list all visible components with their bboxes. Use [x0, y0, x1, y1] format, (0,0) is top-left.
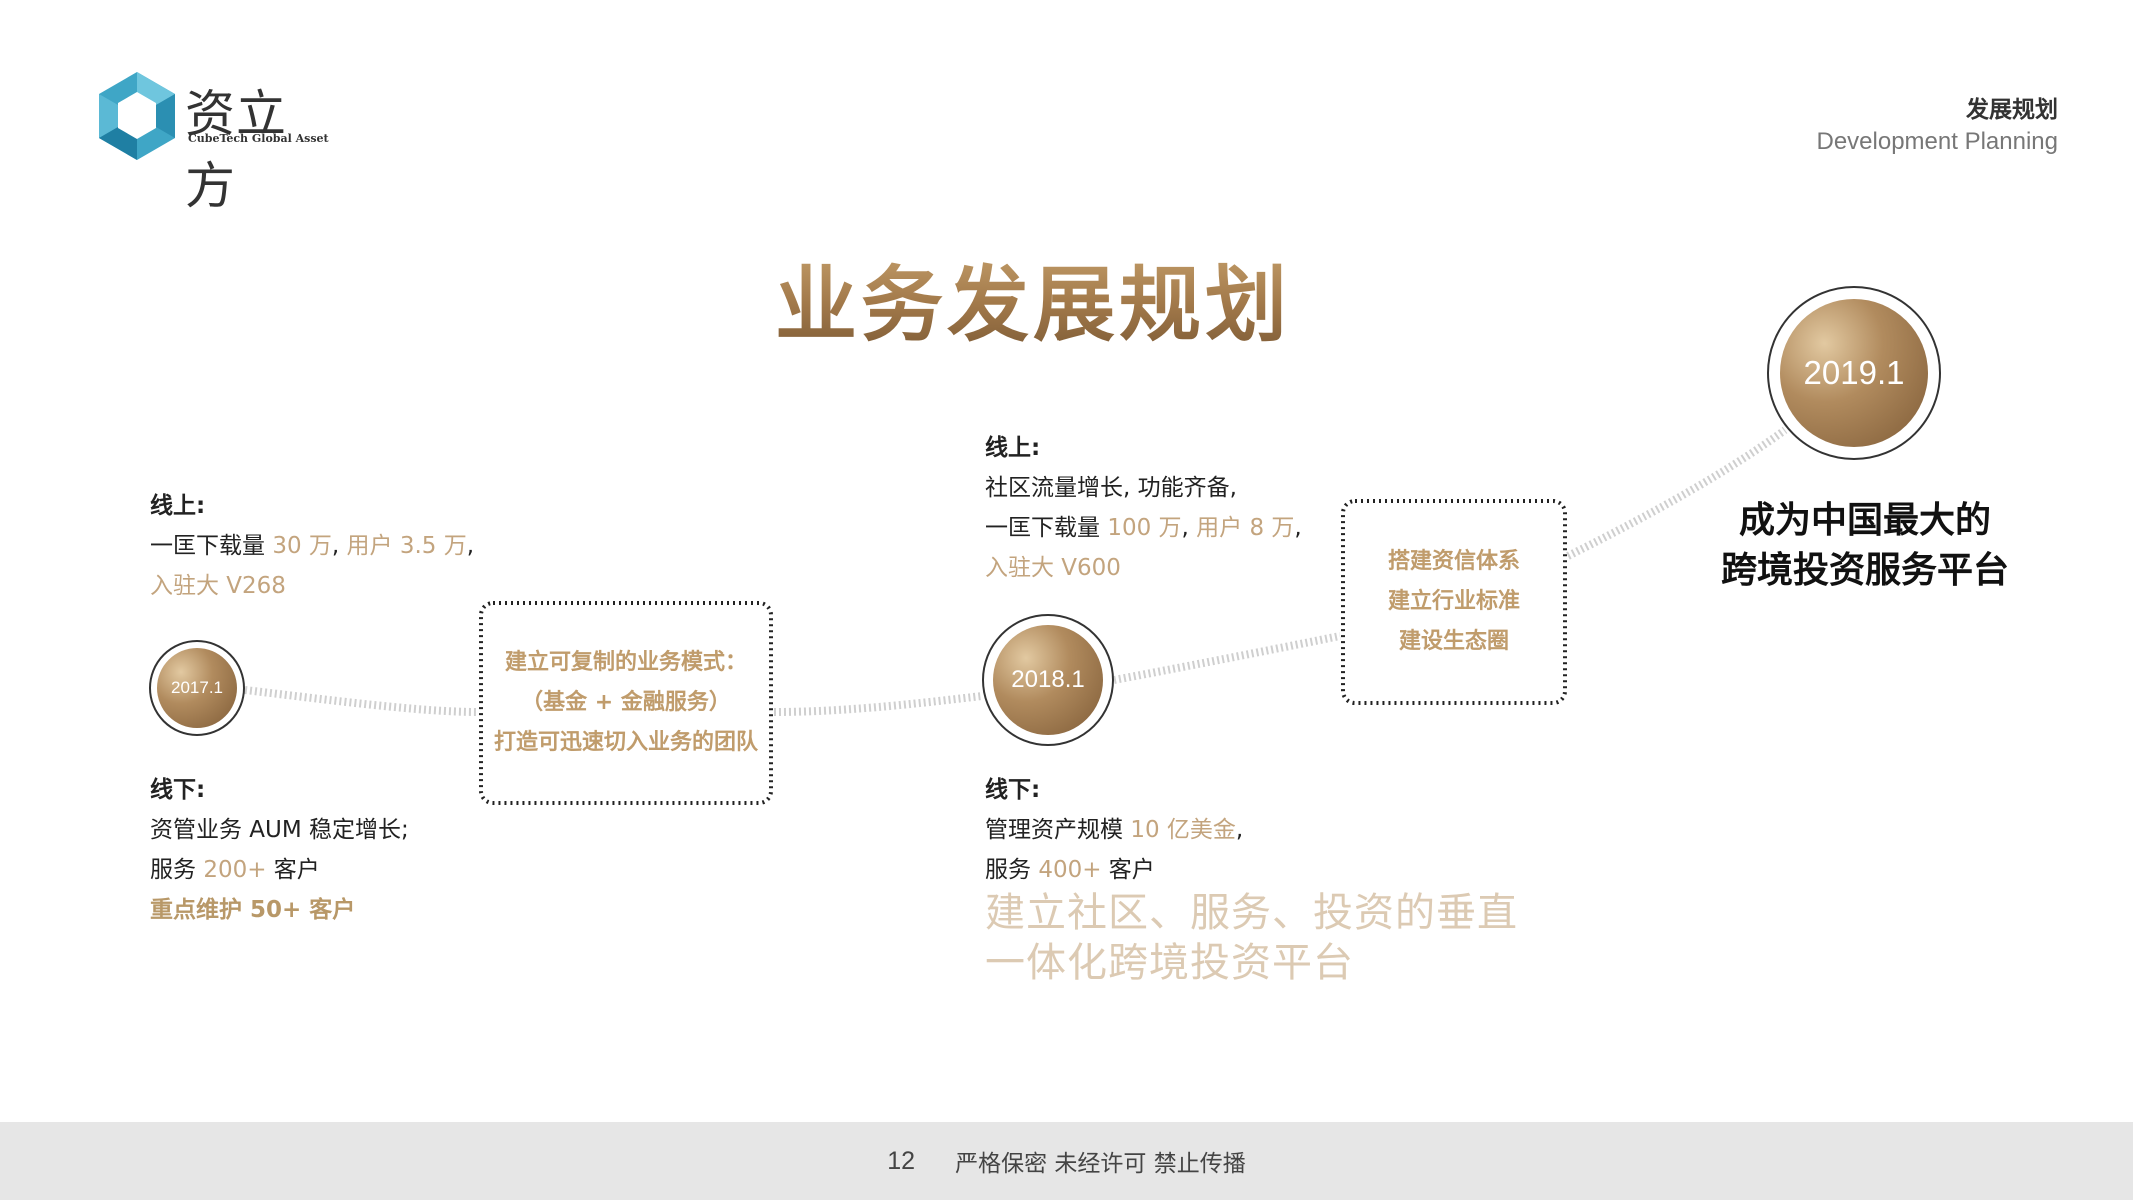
text-segment: , [466, 533, 475, 559]
slogan-line-2: 一体化跨境投资平台 [985, 940, 1354, 986]
confidential-notice: 严格保密 未经许可 禁止传播 [955, 1151, 1246, 1177]
online-line: 一匡下载量 30 万, 用户 3.5 万, [150, 526, 474, 566]
box-1-line-1: 建立可复制的业务模式： [504, 650, 747, 675]
stage-2018-online: 线上: 社区流量增长, 功能齐备, 一匡下载量 100 万, 用户 8 万, 入… [985, 428, 1302, 588]
text-segment: , [1181, 515, 1197, 541]
company-logo: 资立方 CubeTech Global Asset [97, 70, 337, 215]
section-title-en: Development Planning [1816, 128, 2059, 155]
node-label-2017: 2017.1 [157, 648, 237, 728]
text-segment: 服务 [985, 857, 1039, 883]
highlight-clients: 200+ [203, 857, 267, 883]
online-label: 线上: [150, 493, 206, 519]
goal-line-2: 跨境投资服务平台 [1720, 550, 2009, 591]
platform-slogan: 建立社区、服务、投资的垂直 一体化跨境投资平台 [985, 888, 1518, 988]
timeline-node-2018: 2018.1 [982, 614, 1114, 746]
online-line: 社区流量增长, 功能齐备, [985, 475, 1237, 501]
text-segment: 客户 [1101, 857, 1155, 883]
offline-line: 服务 200+ 客户 [150, 850, 409, 890]
box-1-line-2: （基金 + 金融服务） [521, 690, 731, 715]
offline-label: 线下: [985, 777, 1041, 803]
text-segment: 一匡下载量 [150, 533, 273, 559]
text-segment: , [1294, 515, 1302, 541]
box-2-line-2: 建立行业标准 [1387, 589, 1520, 614]
slogan-line-1: 建立社区、服务、投资的垂直 [985, 890, 1518, 936]
footer-bar: 12 严格保密 未经许可 禁止传播 [0, 1122, 2133, 1200]
timeline-node-2017: 2017.1 [149, 640, 245, 736]
box-1-line-3: 打造可迅速切入业务的团队 [493, 730, 758, 755]
offline-label: 线下: [150, 777, 206, 803]
highlight-downloads: 30 万 [272, 533, 332, 559]
timeline-node-2019: 2019.1 [1767, 286, 1941, 460]
highlight-key-clients: 重点维护 50+ 客户 [150, 897, 356, 923]
online-line: 一匡下载量 100 万, 用户 8 万, [985, 508, 1302, 548]
highlight-users: 用户 8 万 [1196, 515, 1295, 541]
node-label-2018: 2018.1 [993, 625, 1103, 735]
highlight-downloads: 100 万 [1107, 515, 1182, 541]
text-segment: 一匡下载量 [985, 515, 1108, 541]
stage-2018-offline: 线下: 管理资产规模 10 亿美金, 服务 400+ 客户 [985, 770, 1243, 890]
section-title-cn: 发展规划 [1966, 97, 2058, 123]
stage-2017-online: 线上: 一匡下载量 30 万, 用户 3.5 万, 入驻大 V268 [150, 486, 474, 606]
dashed-frame [479, 601, 773, 805]
highlight-users: 用户 3.5 万 [346, 533, 467, 559]
offline-line: 管理资产规模 10 亿美金, [985, 810, 1243, 850]
offline-line: 资管业务 AUM 稳定增长; [150, 817, 409, 843]
page-number: 12 [887, 1146, 916, 1175]
logo-cn-name: 资立方 [185, 85, 287, 215]
highlight-influencers: 入驻大 V600 [985, 555, 1121, 581]
text-segment: , [331, 533, 347, 559]
section-header: 发展规划 Development Planning [1817, 90, 2059, 156]
page-title: 业务发展规划 [0, 238, 2133, 357]
online-label: 线上: [985, 435, 1041, 461]
box-2-line-3: 建设生态圈 [1398, 629, 1509, 654]
hexagon-cube-logo-icon [99, 72, 175, 160]
highlight-aum: 10 亿美金 [1130, 817, 1236, 843]
text-segment: 服务 [150, 857, 204, 883]
milestone-box-1: 建立可复制的业务模式： （基金 + 金融服务） 打造可迅速切入业务的团队 [478, 600, 774, 806]
node-label-2019: 2019.1 [1780, 299, 1928, 447]
highlight-influencers: 入驻大 V268 [150, 573, 286, 599]
ultimate-goal: 成为中国最大的 跨境投资服务平台 [1700, 496, 2030, 596]
milestone-box-2: 搭建资信体系 建立行业标准 建设生态圈 [1340, 498, 1568, 706]
text-segment: 管理资产规模 [985, 817, 1131, 843]
stage-2017-offline: 线下: 资管业务 AUM 稳定增长; 服务 200+ 客户 重点维护 50+ 客… [150, 770, 409, 930]
highlight-clients: 400+ [1038, 857, 1102, 883]
box-2-line-1: 搭建资信体系 [1387, 549, 1520, 574]
logo-en-name: CubeTech Global Asset [188, 132, 329, 145]
text-segment: , [1235, 817, 1244, 843]
offline-line: 服务 400+ 客户 [985, 850, 1243, 890]
text-segment: 客户 [266, 857, 320, 883]
goal-line-1: 成为中国最大的 [1738, 500, 1991, 541]
